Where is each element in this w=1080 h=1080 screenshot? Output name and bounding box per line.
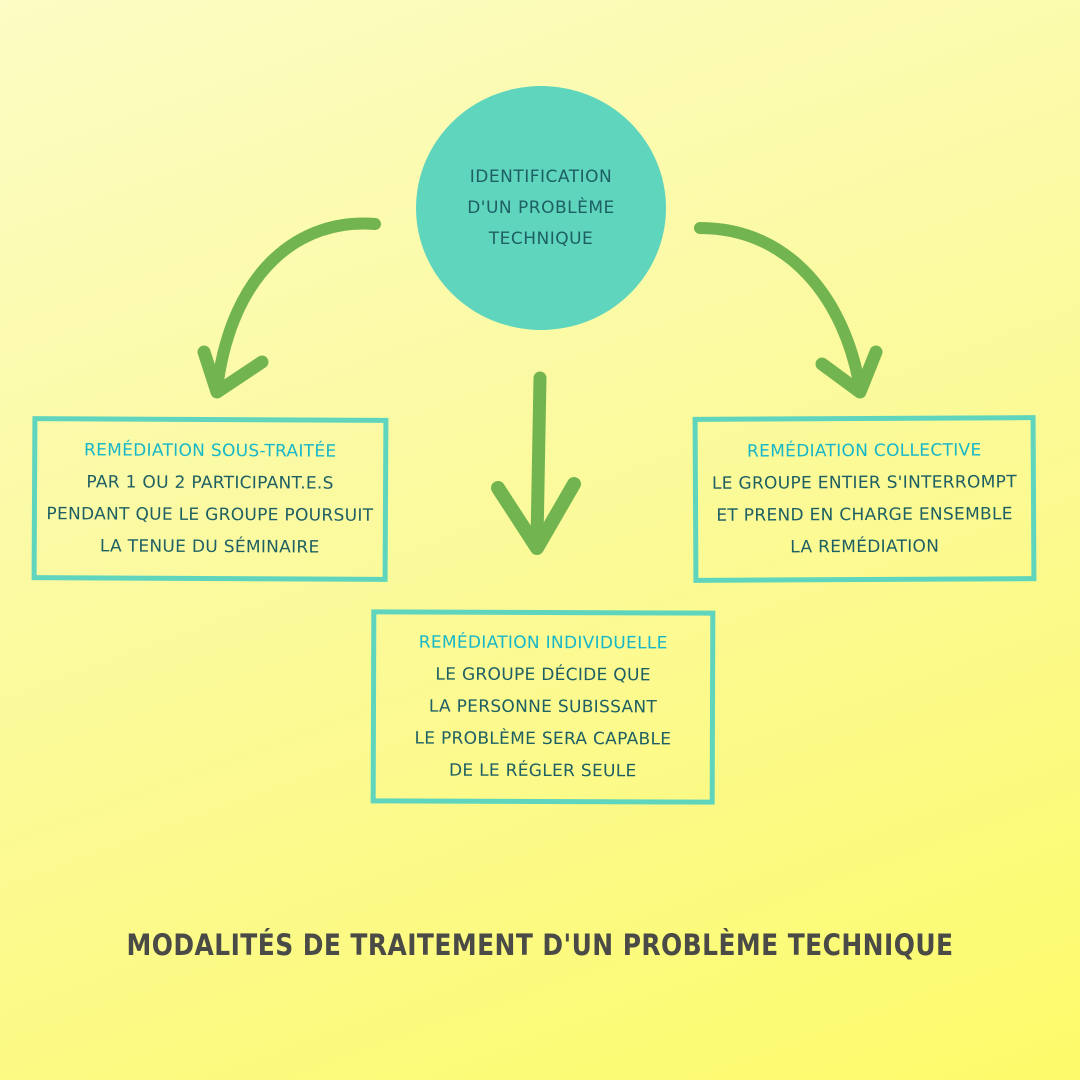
collective-remediation-box: REMÉDIATION COLLECTIVE LE GROUPE ENTIER … bbox=[692, 415, 1037, 583]
box-title: REMÉDIATION INDIVIDUELLE bbox=[418, 632, 668, 653]
box-line: LE GROUPE DÉCIDE QUE bbox=[435, 664, 651, 685]
node-line: D'UN PROBLÈME bbox=[467, 197, 615, 218]
outsourced-remediation-box: REMÉDIATION SOUS-TRAITÉE PAR 1 OU 2 PART… bbox=[31, 416, 389, 582]
diagram-caption: MODALITÉS DE TRAITEMENT D'UN PROBLÈME TE… bbox=[126, 928, 954, 962]
box-line: LA REMÉDIATION bbox=[790, 536, 940, 557]
box-title: REMÉDIATION COLLECTIVE bbox=[746, 439, 982, 462]
box-line: DE LE RÉGLER SEULE bbox=[448, 760, 637, 781]
box-line: PENDANT QUE LE GROUPE POURSUIT bbox=[46, 503, 374, 526]
straight-arrow-down-icon bbox=[491, 371, 581, 555]
box-line: LE GROUPE ENTIER S'INTERROMPT bbox=[711, 471, 1017, 494]
problem-identification-node: IDENTIFICATION D'UN PROBLÈME TECHNIQUE bbox=[416, 86, 666, 330]
box-line: LE PROBLÈME SERA CAPABLE bbox=[414, 728, 672, 749]
curved-arrow-left-icon bbox=[197, 217, 381, 399]
box-line: ET PREND EN CHARGE ENSEMBLE bbox=[716, 503, 1013, 526]
box-line: LA PERSONNE SUBISSANT bbox=[428, 696, 658, 717]
box-line: LA TENUE DU SÉMINAIRE bbox=[99, 535, 320, 558]
node-line: IDENTIFICATION bbox=[469, 166, 613, 187]
box-title: REMÉDIATION SOUS-TRAITÉE bbox=[83, 439, 337, 462]
curved-arrow-right-icon bbox=[694, 222, 883, 399]
node-line: TECHNIQUE bbox=[488, 228, 594, 249]
box-line: PAR 1 OU 2 PARTICIPANT.E.S bbox=[86, 471, 334, 494]
individual-remediation-box: REMÉDIATION INDIVIDUELLE LE GROUPE DÉCID… bbox=[370, 609, 716, 805]
